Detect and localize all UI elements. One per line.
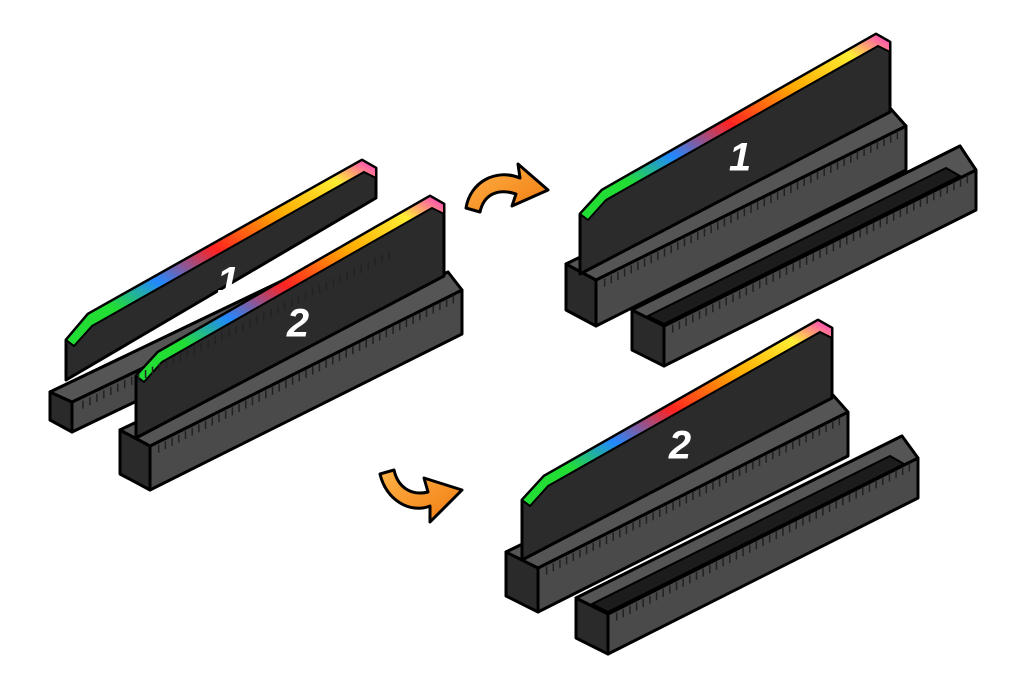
module-label-initial-2: 2 <box>286 302 309 346</box>
slot-front <box>574 434 920 656</box>
ram-module-result-2: 2 <box>520 318 834 562</box>
ram-module-result-1: 1 <box>578 32 892 276</box>
module-label-result-1: 1 <box>729 136 751 180</box>
module-label-initial-1: 1 <box>217 260 239 304</box>
result-group-2: 2 <box>504 318 920 656</box>
result-group-1: 1 <box>564 32 978 368</box>
arrow-to-result-1 <box>464 162 550 214</box>
arrow-to-result-2 <box>378 468 464 524</box>
initial-group: 1 2 <box>48 158 464 492</box>
slot-front-empty <box>630 144 978 368</box>
ram-module-initial-1: 1 <box>64 158 378 382</box>
ram-module-initial-2: 2 <box>134 194 446 440</box>
module-label-result-2: 2 <box>668 424 691 468</box>
slot-pins <box>82 131 969 621</box>
